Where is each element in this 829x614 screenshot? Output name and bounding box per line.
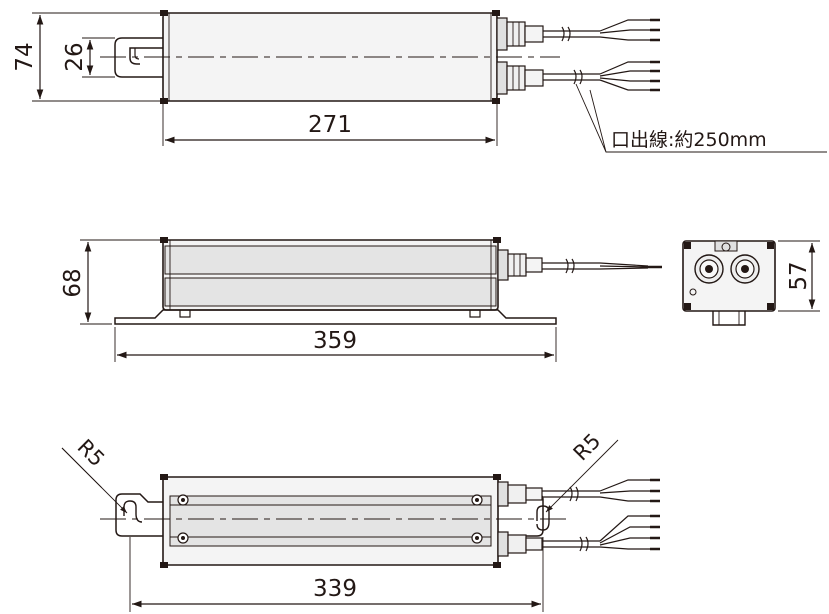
- bottom-view-cable-glands: [497, 481, 543, 557]
- bottom-view-length-dim: 339: [313, 576, 357, 602]
- side-view-cable-gland: [497, 249, 543, 281]
- bottom-view-screws: [177, 494, 483, 544]
- bottom-view-leads: [542, 478, 660, 552]
- top-view-slot-dim: 26: [62, 42, 88, 71]
- top-view-leads-lower: [543, 60, 660, 92]
- side-view-length-dim: 359: [313, 328, 357, 354]
- side-view-base-plate: [114, 309, 557, 325]
- end-view: 57: [682, 240, 820, 326]
- top-view-length-dim: 271: [308, 112, 352, 138]
- side-view-leads: [542, 258, 662, 274]
- bottom-view-radius-left: R5: [73, 435, 110, 472]
- bottom-view-radius-right: R5: [569, 429, 606, 466]
- top-view-cable-glands: [496, 17, 544, 95]
- end-view-height-dim: 57: [786, 261, 812, 290]
- top-view-height-dim: 74: [12, 42, 38, 71]
- lead-length-note: 口出線:約250mm: [611, 129, 767, 151]
- side-view: 68 359: [60, 237, 662, 362]
- side-view-height-dim: 68: [60, 268, 86, 297]
- top-view: 74 26 271 口出線:約250mm: [12, 10, 827, 153]
- top-view-leads-upper: [543, 18, 660, 42]
- bottom-view-left-flange: [115, 493, 163, 537]
- bottom-view: R5 R5 339: [61, 429, 660, 612]
- top-view-hook-bracket: [114, 37, 163, 78]
